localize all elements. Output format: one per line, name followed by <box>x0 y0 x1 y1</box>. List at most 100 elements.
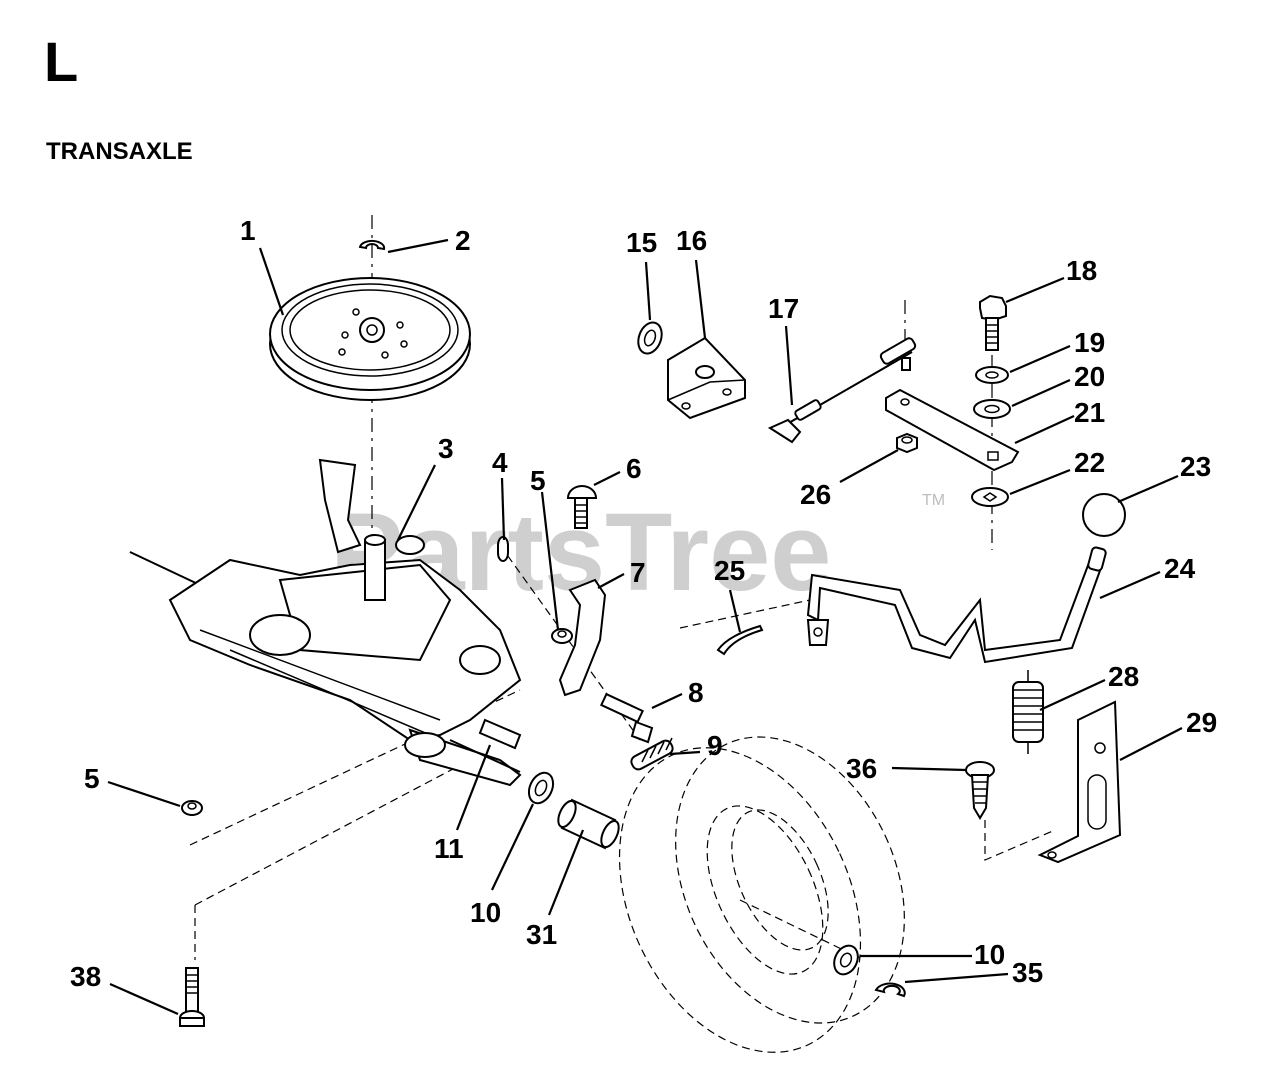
spring-bracket-line <box>984 820 1056 861</box>
key-icon <box>497 536 509 562</box>
callout-26: 26 <box>800 479 831 510</box>
transaxle-icon <box>129 458 522 787</box>
leader-17 <box>784 325 794 406</box>
knob-icon <box>1082 493 1126 537</box>
link-plate-icon <box>885 388 1020 472</box>
leader-7 <box>597 573 625 589</box>
hex-bolt-icon <box>979 294 1007 351</box>
leader-26 <box>839 449 899 483</box>
callout-9: 9 <box>707 730 723 761</box>
spacer-icon <box>557 798 620 850</box>
leader-35 <box>904 972 1009 984</box>
square-washer-icon <box>971 487 1009 507</box>
leader-38 <box>109 982 179 1016</box>
callout-4: 4 <box>492 447 508 478</box>
leader-18 <box>1005 276 1065 304</box>
washer-icon-15 <box>637 321 663 355</box>
leader-9 <box>669 750 701 756</box>
callout-16: 16 <box>676 225 707 256</box>
callout-22: 22 <box>1074 447 1105 478</box>
pulley-icon <box>269 277 471 401</box>
callout-2: 2 <box>455 225 471 256</box>
e-clip-icon-lower <box>874 982 906 998</box>
callout-10b: 10 <box>974 939 1005 970</box>
pin-line <box>679 599 811 629</box>
flat-washer-icon <box>973 399 1011 419</box>
callout-15: 15 <box>626 227 657 258</box>
watermark-tm: TM <box>922 492 945 509</box>
leader-21 <box>1014 414 1075 445</box>
leader-28 <box>1039 679 1106 711</box>
leader-6 <box>593 471 621 486</box>
callout-1: 1 <box>240 215 256 246</box>
callout-31: 31 <box>526 919 557 950</box>
leader-3 <box>397 464 436 541</box>
leader-5a <box>540 491 560 631</box>
leader-23 <box>1117 474 1179 504</box>
washer-icon <box>527 771 555 805</box>
callout-8: 8 <box>688 677 704 708</box>
leader-24 <box>1099 570 1161 600</box>
callout-25: 25 <box>714 555 745 586</box>
bolt-icon <box>600 692 654 744</box>
nut-icon-lower <box>181 800 203 816</box>
hex-screw-icon <box>965 761 995 820</box>
nut-icon <box>551 628 573 644</box>
leader-2 <box>387 238 449 254</box>
callout-35: 35 <box>1012 957 1043 988</box>
e-clip-icon <box>358 239 386 251</box>
cotter-pin-icon <box>716 624 764 656</box>
shift-lever-icon <box>806 546 1107 664</box>
callout-38: 38 <box>70 961 101 992</box>
callout-19: 19 <box>1074 327 1105 358</box>
angle-bracket-icon <box>667 336 746 420</box>
mount-line-b <box>194 759 471 906</box>
lock-nut-icon <box>896 432 918 454</box>
callout-29: 29 <box>1186 707 1217 738</box>
callout-18: 18 <box>1066 255 1097 286</box>
leader-16 <box>694 259 707 339</box>
callout-36: 36 <box>846 753 877 784</box>
leader-10a <box>491 803 534 891</box>
callout-24: 24 <box>1164 553 1196 584</box>
leader-36 <box>891 766 967 772</box>
callout-3: 3 <box>438 433 454 464</box>
spring-bracket-icon <box>1037 700 1122 864</box>
leader-4 <box>500 477 506 541</box>
leader-8 <box>651 693 683 709</box>
lock-washer-icon <box>975 366 1009 384</box>
long-bolt-icon <box>179 967 205 1027</box>
control-rod-icon <box>767 337 917 444</box>
callout-7: 7 <box>630 557 646 588</box>
callout-23: 23 <box>1180 451 1211 482</box>
spring-pin-icon <box>630 737 674 771</box>
callout-5b: 5 <box>84 763 100 794</box>
leader-15 <box>644 261 652 321</box>
section-title: TRANSAXLE <box>46 138 193 165</box>
leader-31 <box>547 829 585 916</box>
axle-key-icon <box>478 718 522 750</box>
carriage-bolt-icon <box>566 485 598 529</box>
callout-11: 11 <box>434 833 464 864</box>
leader-1 <box>258 247 285 316</box>
wheel-outline-icon <box>618 736 905 1053</box>
section-letter: L <box>44 30 79 93</box>
leader-25 <box>728 589 742 633</box>
leader-11 <box>455 744 492 831</box>
callout-28: 28 <box>1108 661 1139 692</box>
callout-17: 17 <box>768 293 799 324</box>
leader-29 <box>1119 727 1183 761</box>
extension-spring-icon <box>1012 670 1044 754</box>
callout-6: 6 <box>626 453 642 484</box>
leader-19 <box>1009 344 1071 374</box>
callout-5a: 5 <box>530 465 546 496</box>
callout-10a: 10 <box>470 897 501 928</box>
callout-20: 20 <box>1074 361 1105 392</box>
leader-22 <box>1009 468 1071 496</box>
leader-20 <box>1011 378 1071 408</box>
washer-icon-lower <box>833 944 859 976</box>
leader-5b <box>107 780 181 808</box>
callout-21: 21 <box>1074 397 1105 428</box>
